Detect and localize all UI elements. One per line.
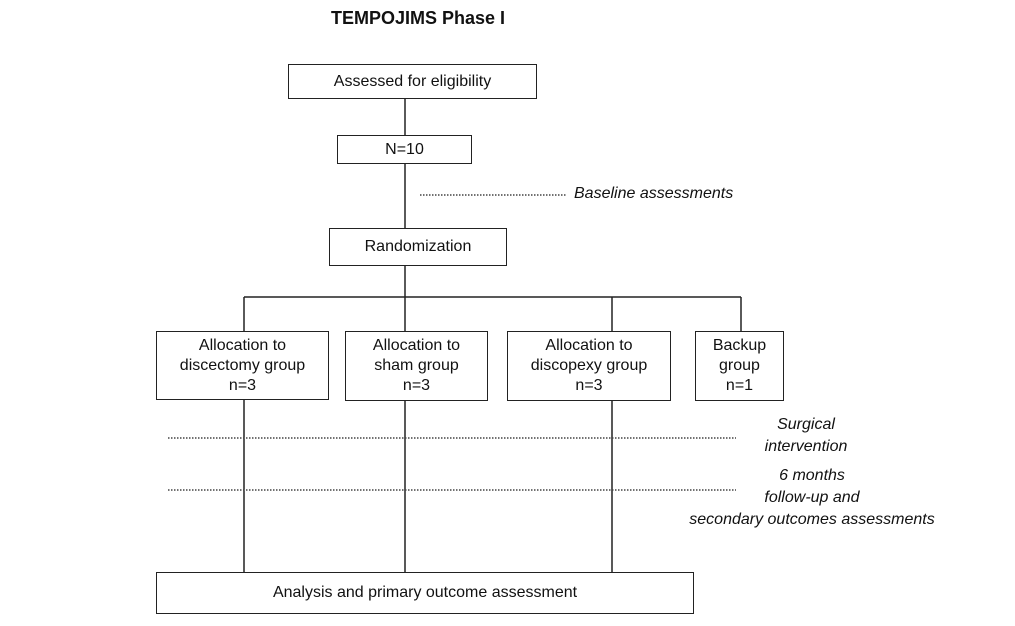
sham-group-box: Allocation to sham group n=3 — [345, 331, 488, 401]
discopexy-line2: discopexy group — [530, 357, 648, 374]
baseline-label: Baseline assessments — [574, 185, 734, 202]
discectomy-group-box: Allocation to discectomy group n=3 — [156, 331, 329, 400]
surgical-note: Surgical intervention — [735, 414, 877, 458]
eligibility-label: Assessed for eligibility — [333, 72, 492, 90]
baseline-note: Baseline assessments — [574, 183, 774, 205]
followup-line3: secondary outcomes assessments — [689, 511, 935, 528]
discopexy-group-box: Allocation to discopexy group n=3 — [507, 331, 671, 401]
discectomy-line2: discectomy group — [179, 356, 306, 374]
followup-line1: 6 months — [779, 467, 845, 484]
diagram-title: TEMPOJIMS Phase I — [330, 8, 506, 28]
sham-line2: sham group — [374, 357, 459, 374]
discopexy-line1: Allocation to — [545, 337, 633, 354]
eligibility-box: Assessed for eligibility — [288, 64, 537, 99]
followup-note: 6 months follow-up and secondary outcome… — [660, 465, 964, 531]
backup-line1: Backup — [712, 337, 767, 354]
analysis-box: Analysis and primary outcome assessment — [156, 572, 694, 614]
n-total-box: N=10 — [337, 135, 472, 164]
backup-line2: group — [719, 357, 760, 374]
sham-count: n=3 — [402, 377, 431, 394]
sham-line1: Allocation to — [372, 337, 461, 354]
backup-group-box: Backup group n=1 — [695, 331, 784, 401]
randomization-box: Randomization — [329, 228, 507, 266]
discectomy-count: n=3 — [228, 376, 257, 394]
surgical-line1: Surgical — [777, 416, 835, 433]
backup-count: n=1 — [725, 377, 754, 394]
followup-line2: follow-up and — [764, 489, 860, 506]
n-total-label: N=10 — [385, 140, 424, 158]
discopexy-count: n=3 — [575, 377, 603, 394]
analysis-label: Analysis and primary outcome assessment — [272, 584, 578, 601]
randomization-label: Randomization — [364, 238, 472, 255]
surgical-line2: intervention — [764, 438, 848, 455]
discectomy-line1: Allocation to — [198, 336, 287, 354]
